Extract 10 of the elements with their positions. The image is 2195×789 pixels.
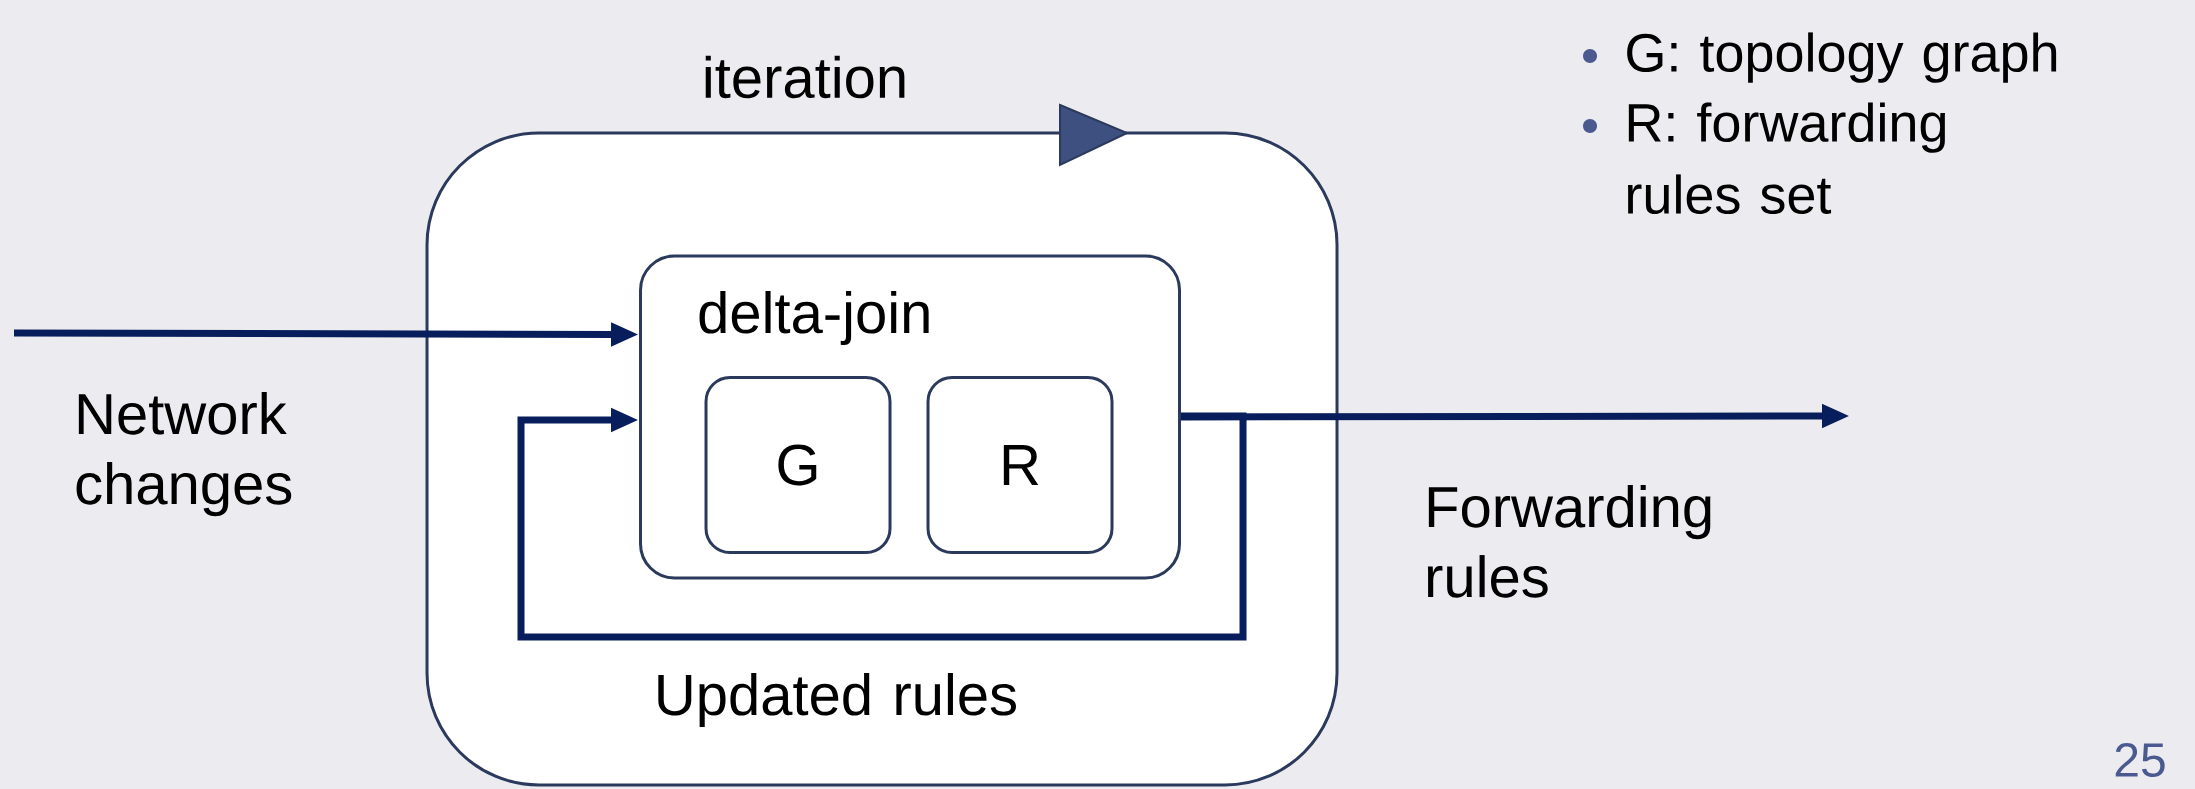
bullet-item: R: forwarding rules set <box>1583 102 1945 215</box>
page-number: 25 <box>2115 743 2165 777</box>
node-label: iteration <box>705 55 905 99</box>
set-box: R <box>926 376 1114 554</box>
edge-label: Updated rules <box>658 672 1016 728</box>
edge-label: Forwarding rules <box>1427 485 1711 598</box>
set-box: G <box>704 376 892 554</box>
arrow <box>517 407 1247 641</box>
edge-label: Network changes <box>76 392 292 517</box>
bullet-item: G: topology graph <box>1583 32 2057 83</box>
